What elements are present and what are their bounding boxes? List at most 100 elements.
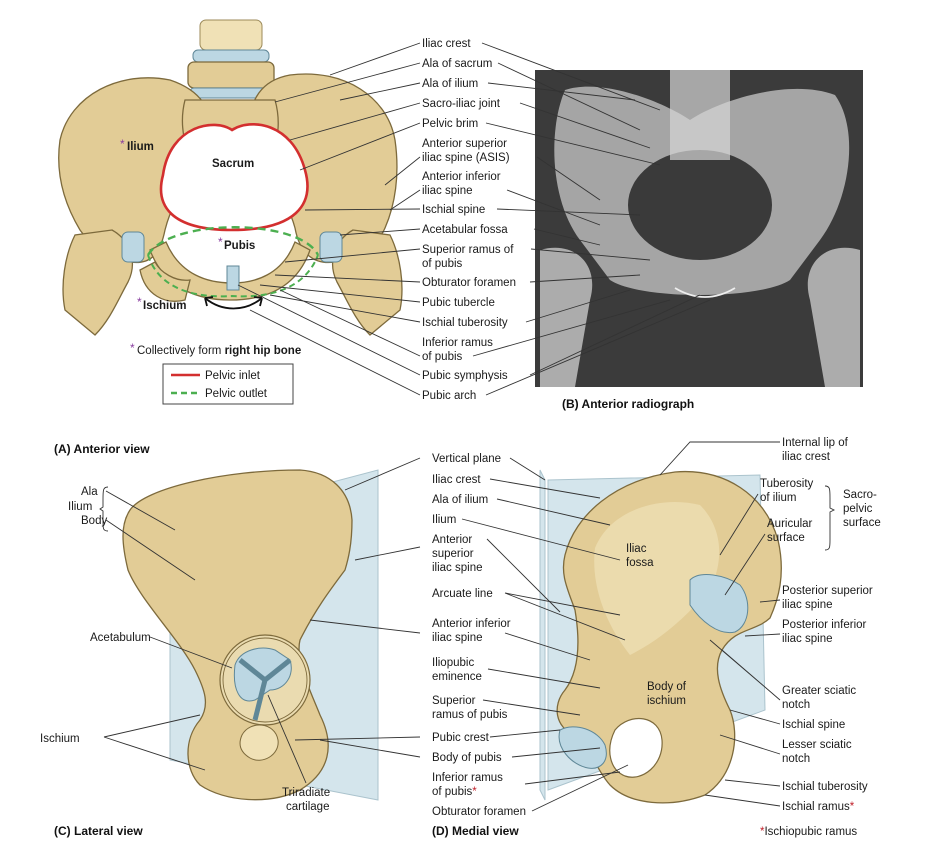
- label-pubic-arch: Pubic arch: [422, 390, 476, 402]
- d-piis-2: iliac spine: [782, 633, 833, 645]
- d-asis-1: Anterior: [432, 534, 472, 546]
- d-iliac-fossa-1: Iliac: [626, 543, 647, 555]
- d-iliac-crest: Iliac crest: [432, 474, 481, 486]
- radiograph-image: [535, 70, 863, 387]
- panel-d-right-labels: Internal lip of iliac crest Tuberosity o…: [760, 437, 881, 813]
- panel-c-lateral-hip: [122, 469, 379, 801]
- d-inf-ramus-2: of pubis*: [432, 786, 477, 798]
- legend-inlet: Pelvic inlet: [205, 370, 261, 382]
- label-iliac-crest: Iliac crest: [422, 38, 471, 50]
- d-sacropelvic-2: pelvic: [843, 503, 873, 515]
- d-sacropelvic-3: surface: [843, 517, 881, 529]
- label-ala-of-ilium: Ala of ilium: [422, 78, 478, 90]
- caption-c: (C) Lateral view: [54, 824, 143, 838]
- caption-a: (A) Anterior view: [54, 442, 150, 456]
- d-sacropelvic-1: Sacro-: [843, 489, 877, 501]
- label-aiis-2: iliac spine: [422, 185, 473, 197]
- ischium-label: Ischium: [143, 300, 186, 312]
- d-body-ischium-1: Body of: [647, 681, 687, 693]
- panel-ab-leaders: [237, 42, 711, 396]
- d-internal-lip-1: Internal lip of: [782, 437, 849, 449]
- d-body-ischium-2: ischium: [647, 695, 686, 707]
- sacrum-label: Sacrum: [212, 158, 254, 170]
- panel-d-medial-hip: [539, 469, 782, 804]
- label-inf-ramus-2: of pubis: [422, 351, 463, 363]
- d-inf-ramus-1: Inferior ramus: [432, 772, 503, 784]
- d-psis-2: iliac spine: [782, 599, 833, 611]
- sacropelvic-brace: [824, 485, 836, 551]
- c-triradiate-2: cartilage: [286, 801, 329, 813]
- d-vertical-plane: Vertical plane: [432, 453, 501, 465]
- d-iliopubic-1: Iliopubic: [432, 657, 474, 669]
- label-sacro-iliac-joint: Sacro-iliac joint: [422, 98, 501, 110]
- pelvic-legend: Pelvic inlet Pelvic outlet: [162, 363, 294, 405]
- ilium-label: Ilium: [127, 141, 154, 153]
- d-tuberosity-2: of ilium: [760, 492, 796, 504]
- label-sup-ramus-2: of pubis: [422, 258, 463, 270]
- label-acetabular-fossa: Acetabular fossa: [422, 224, 508, 236]
- d-sup-ramus-1: Superior: [432, 695, 476, 707]
- label-ala-of-sacrum: Ala of sacrum: [422, 58, 492, 70]
- d-aiis-1: Anterior inferior: [432, 618, 511, 630]
- label-aiis-1: Anterior inferior: [422, 171, 501, 183]
- d-ischial-ramus: Ischial ramus*: [782, 801, 855, 813]
- d-auricular-2: surface: [767, 532, 805, 544]
- label-inf-ramus-1: Inferior ramus: [422, 337, 493, 349]
- label-sup-ramus-1: Superior ramus of: [422, 244, 514, 256]
- d-lesser-sciatic-2: notch: [782, 753, 810, 765]
- d-piis-1: Posterior inferior: [782, 619, 867, 631]
- label-pubic-symphysis: Pubic symphysis: [422, 370, 508, 382]
- d-ischial-spine: Ischial spine: [782, 719, 845, 731]
- d-arcuate-line: Arcuate line: [432, 588, 493, 600]
- label-ischial-spine: Ischial spine: [422, 204, 485, 216]
- c-triradiate-1: Triradiate: [282, 787, 330, 799]
- d-iliac-fossa-2: fossa: [626, 557, 654, 569]
- d-psis-1: Posterior superior: [782, 585, 873, 597]
- c-ischium: Ischium: [40, 733, 80, 745]
- pubis-label: Pubis: [224, 240, 255, 252]
- label-asis-2: iliac spine (ASIS): [422, 152, 510, 164]
- panel-a-pelvis: [58, 19, 403, 336]
- caption-b: (B) Anterior radiograph: [562, 397, 694, 411]
- d-greater-sciatic-1: Greater sciatic: [782, 685, 856, 697]
- d-iliopubic-2: eminence: [432, 671, 482, 683]
- c-body: Body: [81, 515, 107, 527]
- c-ilium: Ilium: [68, 501, 92, 513]
- d-body-of-pubis: Body of pubis: [432, 752, 502, 764]
- d-auricular-1: Auricular: [767, 518, 813, 530]
- panel-c-leaders: [103, 490, 307, 784]
- label-obturator-foramen: Obturator foramen: [422, 277, 516, 289]
- label-pelvic-brim: Pelvic brim: [422, 118, 478, 130]
- c-ala: Ala: [81, 486, 98, 498]
- d-sup-ramus-2: ramus of pubis: [432, 709, 508, 721]
- panel-d-center-leaders: [294, 457, 629, 812]
- label-asis-1: Anterior superior: [422, 138, 507, 150]
- panel-d-center-labels: Vertical plane Iliac crest Ala of ilium …: [432, 453, 526, 818]
- d-pubic-crest: Pubic crest: [432, 732, 490, 744]
- d-lesser-sciatic-1: Lesser sciatic: [782, 739, 852, 751]
- asterisk: *: [137, 295, 142, 309]
- d-ala-of-ilium: Ala of ilium: [432, 494, 488, 506]
- c-acetabulum: Acetabulum: [90, 632, 151, 644]
- legend-outlet: Pelvic outlet: [205, 388, 268, 400]
- hip-bone-note: Collectively form right hip bone: [137, 345, 301, 357]
- caption-d: (D) Medial view: [432, 824, 519, 838]
- ischiopubic-footnote: *Ischiopubic ramus: [760, 826, 857, 838]
- asterisk: *: [120, 137, 125, 151]
- d-obturator-foramen: Obturator foramen: [432, 806, 526, 818]
- d-internal-lip-2: iliac crest: [782, 451, 831, 463]
- d-tuberosity-1: Tuberosity: [760, 478, 814, 490]
- d-ischial-tuberosity: Ischial tuberosity: [782, 781, 868, 793]
- d-ilium: Ilium: [432, 514, 456, 526]
- d-greater-sciatic-2: notch: [782, 699, 810, 711]
- asterisk: *: [218, 235, 223, 249]
- panel-ab-labels: Iliac crest Ala of sacrum Ala of ilium S…: [422, 38, 516, 402]
- label-ischial-tuberosity: Ischial tuberosity: [422, 317, 508, 329]
- d-asis-2: superior: [432, 548, 474, 560]
- label-pubic-tubercle: Pubic tubercle: [422, 297, 495, 309]
- asterisk: *: [130, 341, 135, 355]
- d-asis-3: iliac spine: [432, 562, 483, 574]
- d-aiis-2: iliac spine: [432, 632, 483, 644]
